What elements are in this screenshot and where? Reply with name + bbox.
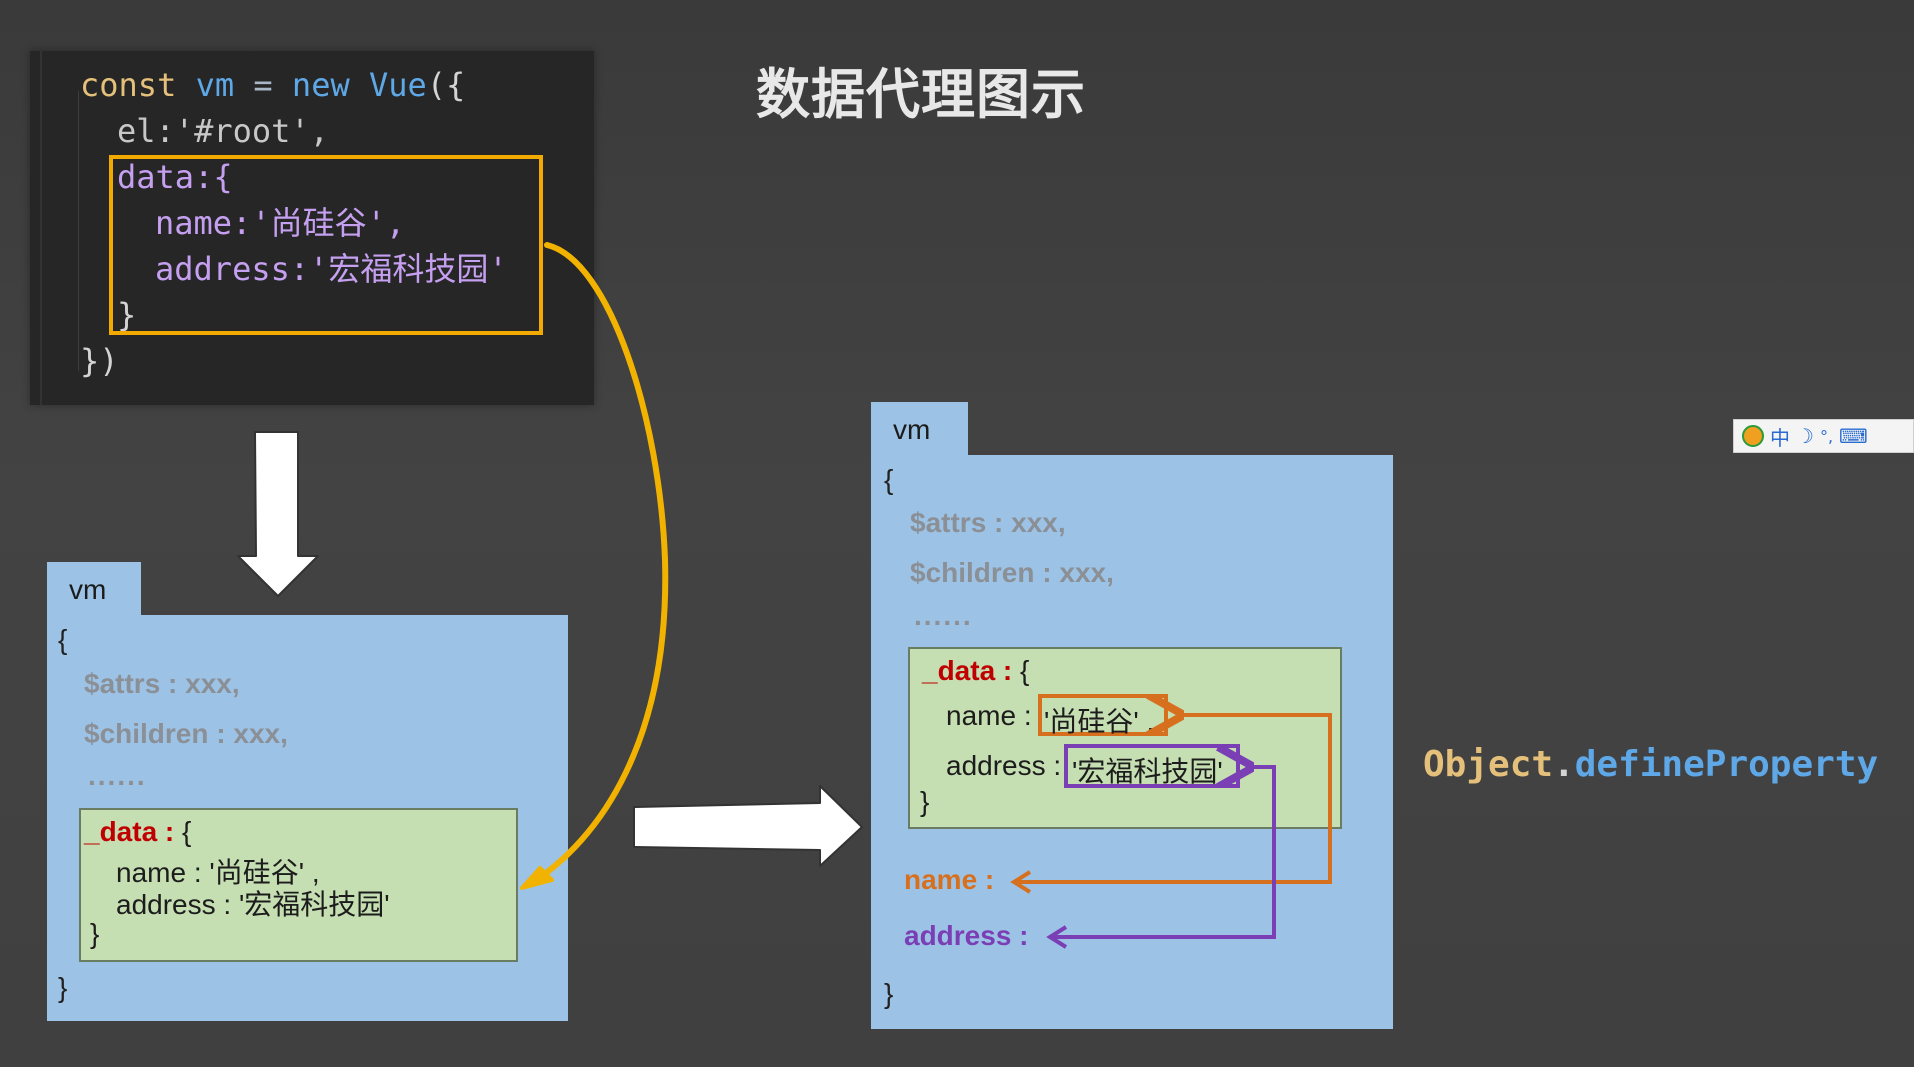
- left-data-open: {: [182, 816, 192, 847]
- right-vm-open-brace: {: [884, 464, 894, 495]
- left-data-close: }: [90, 918, 100, 949]
- left-vm-children: $children : xxx,: [84, 718, 288, 749]
- right-vm-close-brace: }: [884, 978, 894, 1009]
- punctuation-icon[interactable]: °,: [1819, 426, 1834, 446]
- code-operator: =: [253, 66, 273, 104]
- left-data-box: [79, 808, 518, 962]
- right-data-name-label: name :: [946, 700, 1032, 731]
- orange-arrowhead-proxy: [1010, 870, 1032, 894]
- left-vm-dots: ......: [88, 760, 147, 791]
- data-highlight-box: [109, 155, 543, 335]
- code-line-1: const vm = new Vue({: [80, 65, 465, 105]
- keyboard-icon[interactable]: ⌨: [1839, 424, 1868, 448]
- define-object: Object: [1423, 744, 1554, 785]
- purple-connector: [1050, 767, 1276, 939]
- right-data-header: _data : {: [922, 655, 1029, 687]
- page-title: 数据代理图示: [756, 63, 1086, 126]
- right-arrow: [633, 785, 863, 867]
- right-data-address-label: address :: [946, 750, 1062, 781]
- left-vm-attrs: $attrs : xxx,: [84, 668, 240, 699]
- right-data-address-value: '宏福科技园': [1072, 756, 1223, 787]
- right-data-close: }: [920, 786, 930, 817]
- left-data-name: name : '尚硅谷' ,: [116, 857, 320, 888]
- code-line-7: }): [80, 342, 119, 380]
- right-data-key: _data :: [922, 655, 1013, 686]
- right-vm-children: $children : xxx,: [910, 557, 1114, 588]
- code-panel: const vm = new Vue({ el:'#root', data:{ …: [30, 51, 594, 405]
- left-data-key: _data :: [84, 816, 175, 847]
- left-data-address: address : '宏福科技园': [116, 889, 390, 920]
- left-vm-tab: vm: [47, 562, 141, 618]
- left-data-header: _data : {: [84, 816, 191, 848]
- code-class: Vue: [368, 66, 427, 104]
- code-line-4: name:'尚硅谷',: [155, 204, 406, 242]
- yellow-curve-arrow: [527, 242, 669, 887]
- ime-toolbar[interactable]: 中 ☽ °, ⌨: [1733, 419, 1914, 453]
- code-line-3: data:{: [117, 158, 233, 196]
- right-vm-attrs: $attrs : xxx,: [910, 507, 1066, 538]
- right-data-open: {: [1020, 655, 1030, 686]
- right-vm-dots: ......: [914, 600, 973, 631]
- define-method: defineProperty: [1574, 744, 1879, 785]
- proxy-address-property: address :: [904, 920, 1029, 951]
- code-line-5: address:'宏福科技园': [155, 250, 508, 288]
- code-punctuation: ({: [426, 66, 466, 104]
- left-vm-open-brace: {: [58, 624, 68, 655]
- proxy-name-property: name :: [904, 864, 995, 895]
- yellow-arrow-head: [520, 866, 554, 890]
- code-identifier: vm: [195, 66, 235, 104]
- ime-logo-icon[interactable]: [1742, 425, 1764, 447]
- orange-connector: [1014, 715, 1332, 884]
- right-data-box: [908, 647, 1342, 829]
- down-arrow: [237, 431, 319, 597]
- right-vm-tab: vm: [871, 402, 968, 458]
- code-line-2: el:'#root',: [117, 112, 329, 150]
- define-property-label: Object.defineProperty: [1423, 744, 1878, 785]
- code-keyword: const: [80, 66, 177, 104]
- ime-lang-toggle[interactable]: 中: [1770, 425, 1790, 450]
- code-keyword-new: new: [291, 66, 350, 104]
- left-vm-close-brace: }: [58, 972, 68, 1003]
- purple-arrowhead-proxy: [1046, 925, 1068, 949]
- moon-icon[interactable]: ☽: [1796, 424, 1814, 448]
- define-dot: .: [1553, 744, 1575, 785]
- indent-guide: [78, 91, 79, 371]
- code-line-6: }: [117, 296, 137, 334]
- code-gutter: [40, 51, 42, 405]
